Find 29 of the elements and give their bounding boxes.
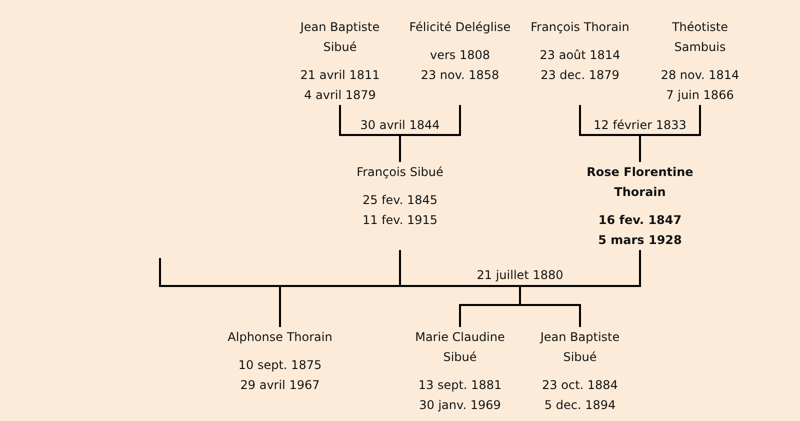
birth-date: 13 sept. 1881 [418, 377, 502, 394]
death-date: 30 janv. 1969 [419, 397, 501, 414]
birth-date: 23 août 1814 [540, 47, 620, 64]
person-name: Jean Baptiste Sibué [538, 329, 621, 366]
person-name: Marie Claudine Sibué [414, 329, 506, 366]
person-name: Jean Baptiste Sibué [298, 19, 381, 56]
birth-date: 10 sept. 1875 [238, 357, 322, 374]
birth-date: 28 nov. 1814 [660, 67, 740, 84]
birth-date: 16 fev. 1847 [598, 212, 682, 229]
birth-date: 25 fev. 1845 [362, 192, 438, 209]
death-date: 11 fev. 1915 [362, 212, 438, 229]
death-date: 23 dec. 1879 [540, 67, 620, 84]
death-date: 5 mars 1928 [598, 232, 682, 249]
person-name: Rose Florentine Thorain [586, 164, 694, 201]
death-date: 7 juin 1866 [666, 87, 734, 104]
death-date: 29 avril 1967 [240, 377, 320, 394]
person-name: Alphonse Thorain [226, 329, 334, 346]
person-name: François Thorain [530, 19, 630, 36]
birth-date: vers 1808 [430, 47, 490, 64]
birth-date: 23 oct. 1884 [542, 377, 618, 394]
person-name: Félicité Deléglise [408, 19, 512, 36]
birth-date: 21 avril 1811 [300, 67, 380, 84]
death-date: 4 avril 1879 [304, 87, 376, 104]
death-date: 5 dec. 1894 [544, 397, 616, 414]
person-name: François Sibué [356, 164, 444, 181]
connector-line [399, 105, 461, 162]
death-date: 23 nov. 1858 [420, 67, 500, 84]
connector-line [639, 105, 701, 162]
person-name: Théotiste Sambuis [670, 19, 730, 56]
